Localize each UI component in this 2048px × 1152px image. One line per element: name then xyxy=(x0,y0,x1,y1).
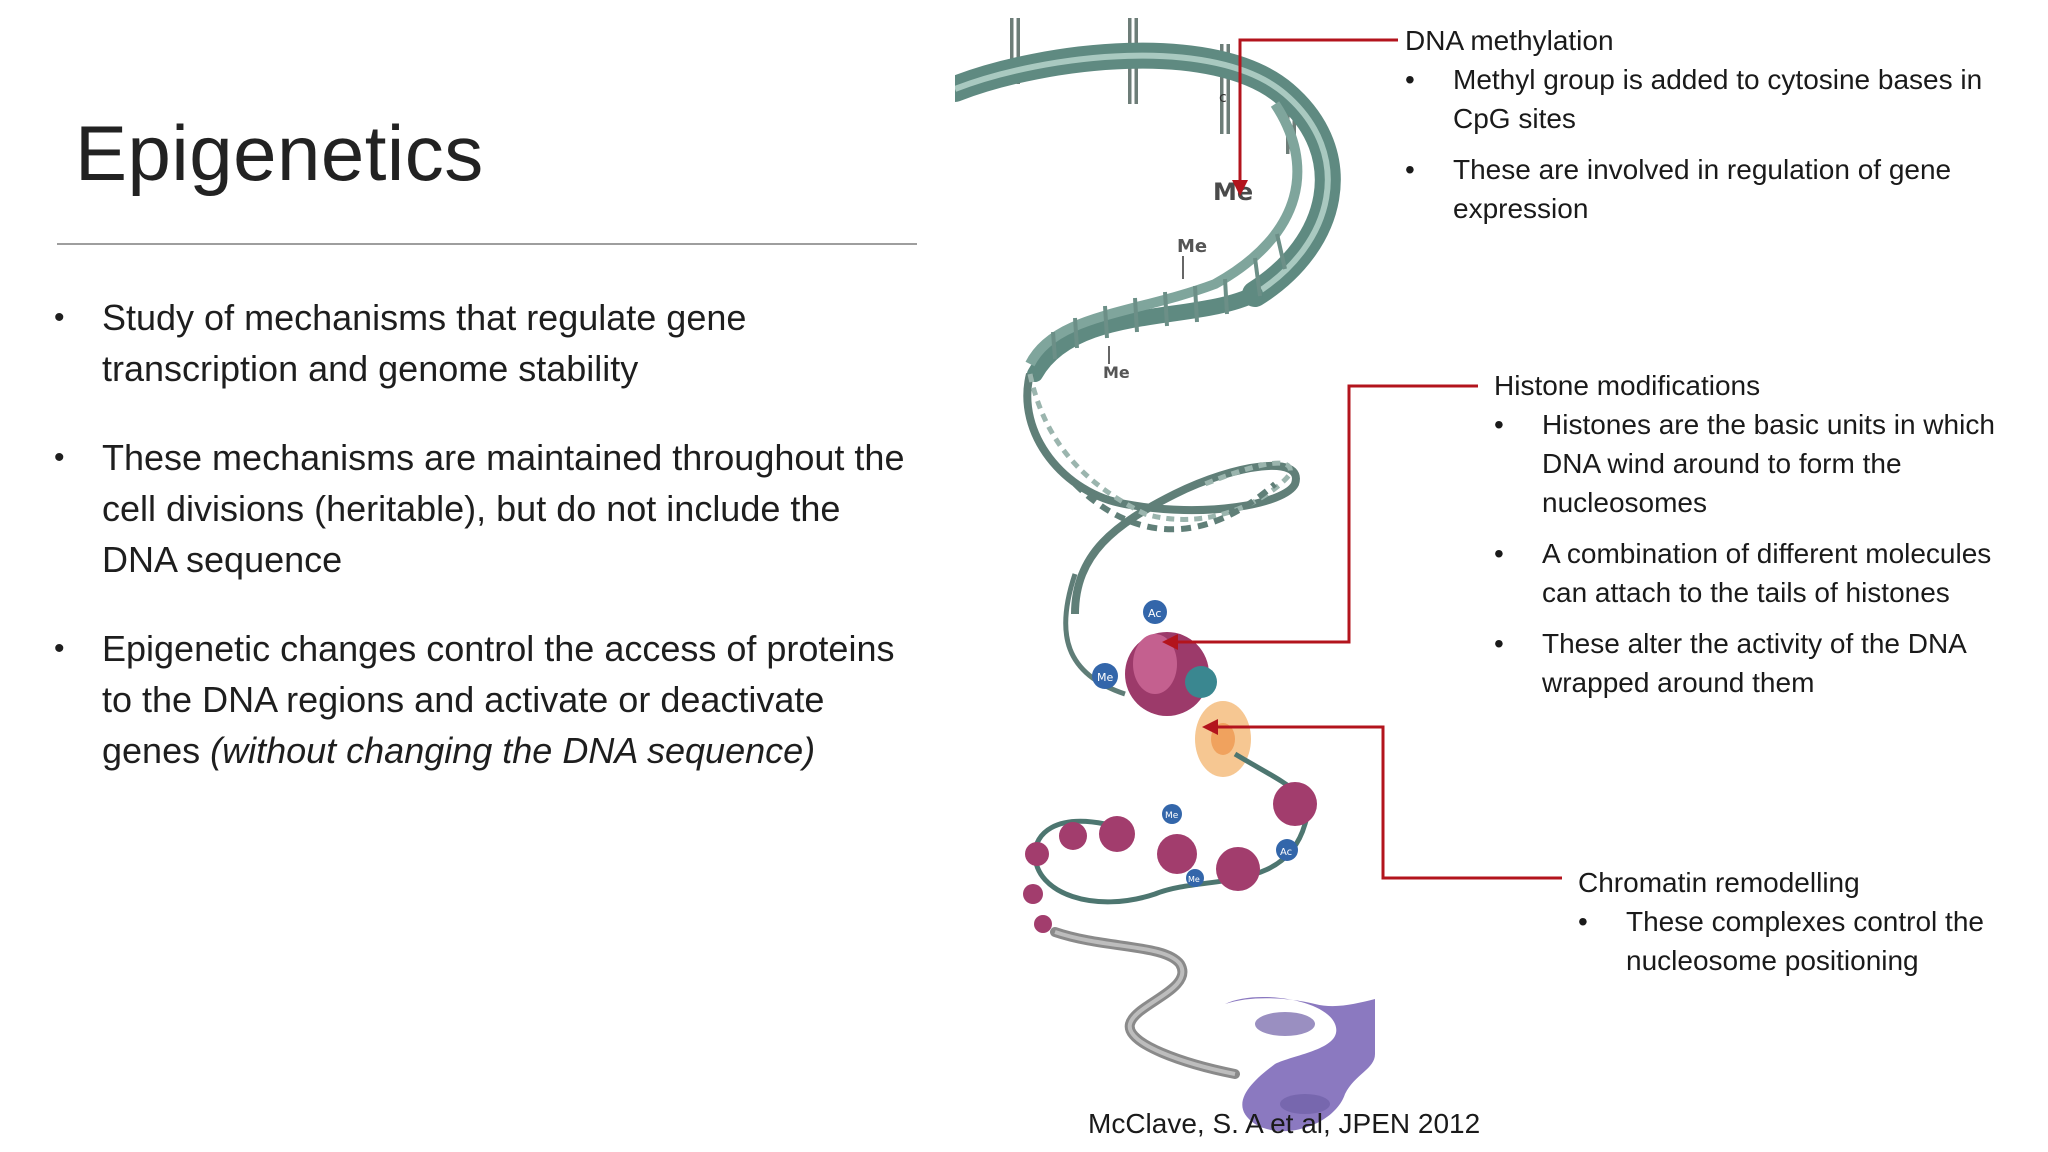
bullet-text: Study of mechanisms that regulate gene t… xyxy=(102,297,747,389)
callout-histone-modifications: Histone modifications • Histones are the … xyxy=(1494,366,2034,702)
callout-item: • Methyl group is added to cytosine bases… xyxy=(1405,60,2015,138)
methyl-tag: Me xyxy=(1165,811,1179,821)
callout-list: • These complexes control the nucleosome … xyxy=(1578,902,2018,980)
slide-title: Epigenetics xyxy=(75,109,484,197)
methyl-label: Me xyxy=(1103,363,1130,382)
callout-item: • A combination of different molecules ca… xyxy=(1494,534,2034,612)
bullet-dot: • xyxy=(1405,64,1415,95)
methyl-label: Me xyxy=(1213,178,1253,206)
callout-item-text: These complexes control the nucleosome p… xyxy=(1626,906,1984,976)
chromosome xyxy=(1225,996,1375,1132)
methyl-label: Me xyxy=(1177,236,1207,257)
callout-item: • These complexes control the nucleosome … xyxy=(1578,902,2018,980)
bullet-item: • These mechanisms are maintained throug… xyxy=(52,432,912,585)
figure-citation: McClave, S. A et al, JPEN 2012 xyxy=(1088,1108,1481,1139)
callout-item-text: A combination of different molecules can… xyxy=(1542,538,1992,608)
bullet-dot: • xyxy=(54,632,65,665)
bullet-dot: • xyxy=(1405,154,1415,185)
bullet-dot: • xyxy=(1578,906,1588,937)
callout-item-text: These are involved in regulation of gene… xyxy=(1453,154,1952,224)
callout-item: • These alter the activity of the DNA wra… xyxy=(1494,624,2034,702)
title-divider xyxy=(57,243,917,245)
callout-heading: Histone modifications xyxy=(1494,370,1761,401)
callout-heading: DNA methylation xyxy=(1405,25,1614,56)
callout-heading: Chromatin remodelling xyxy=(1578,867,1860,898)
dna-chromatin-diagram: g c Me Me Me xyxy=(942,18,1375,1132)
bullet-item: • Epigenetic changes control the access … xyxy=(52,623,912,776)
bullet-dot: • xyxy=(54,301,65,334)
methyl-tag: Me xyxy=(1097,671,1113,684)
bullet-text: These mechanisms are maintained througho… xyxy=(102,437,905,580)
epigenetics-illustration: g c Me Me Me xyxy=(942,14,1375,1144)
base-label-c: c xyxy=(1219,90,1227,106)
callout-dna-methylation: DNA methylation • Methyl group is added t… xyxy=(1405,21,2015,228)
bullet-dot: • xyxy=(1494,628,1504,659)
callout-list: • Methyl group is added to cytosine bases… xyxy=(1405,60,2015,228)
acetyl-label: Ac xyxy=(1148,607,1161,620)
callout-item: • Histones are the basic units in which D… xyxy=(1494,405,2034,522)
bullet-dot: • xyxy=(1494,409,1504,440)
callout-chromatin-remodelling: Chromatin remodelling • These complexes c… xyxy=(1578,863,2018,980)
bullet-text-italic: (without changing the DNA sequence) xyxy=(210,730,816,771)
acetyl-label: Ac xyxy=(1280,847,1292,858)
methyl-tag: Me xyxy=(1188,875,1200,884)
callout-item-text: Histones are the basic units in which DN… xyxy=(1542,409,1995,518)
callout-list: • Histones are the basic units in which D… xyxy=(1494,405,2034,702)
callout-item-text: These alter the activity of the DNA wrap… xyxy=(1542,628,1966,698)
bullet-item: • Study of mechanisms that regulate gene… xyxy=(52,292,912,394)
callout-item: • These are involved in regulation of gen… xyxy=(1405,150,2015,228)
callout-item-text: Methyl group is added to cytosine bases … xyxy=(1453,64,1983,134)
bullet-dot: • xyxy=(1494,538,1504,569)
bullet-dot: • xyxy=(54,441,65,474)
main-bullet-list: • Study of mechanisms that regulate gene… xyxy=(52,292,912,814)
bullet-text: Epigenetic changes control the access of… xyxy=(102,628,895,771)
